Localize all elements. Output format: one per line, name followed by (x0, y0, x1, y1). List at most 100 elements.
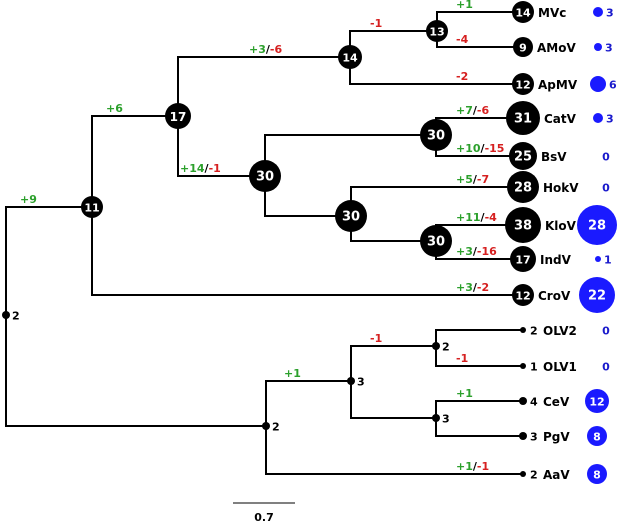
blue-count-value: 8 (593, 469, 601, 482)
branch-label-to-n2b: -1 (370, 332, 382, 345)
loss-value: -7 (477, 173, 489, 186)
tip-node-AaV (520, 471, 526, 477)
internal-node-n30b (420, 119, 452, 151)
tip-label-AaV: AaV (543, 468, 570, 482)
blue-count-circle (594, 43, 602, 51)
branch-label-to-MVc: +1 (456, 0, 473, 11)
branch-label-to-CroV: +3/-2 (456, 281, 489, 294)
tip-node-CatV (506, 101, 540, 135)
gain-value: +7 (456, 104, 473, 117)
tip-count: 28 (514, 181, 532, 196)
tip-count: 1 (530, 361, 538, 374)
loss-value: -4 (485, 211, 498, 224)
tip-count: 25 (514, 150, 532, 165)
tip-label-AMoV: AMoV (537, 41, 576, 55)
branch-label-to-n30a: +14/-1 (180, 162, 221, 175)
internal-node-n3b (432, 414, 440, 422)
branch-line (435, 400, 523, 418)
branch-label-to-BsV: +10/-15 (456, 142, 504, 155)
tip-node-ApMV (512, 73, 534, 95)
tip-node-OLV1 (520, 363, 526, 369)
branch-label-to-HokV: +5/-7 (456, 173, 489, 186)
tip-count: 9 (519, 42, 527, 55)
branch-line (91, 207, 523, 296)
separator: / (205, 162, 210, 175)
internal-node-n30a (249, 160, 281, 192)
separator: / (266, 43, 271, 56)
tip-count: 2 (530, 469, 538, 482)
blue-count-value: 3 (605, 42, 613, 55)
internal-node-count: 2 (12, 310, 20, 323)
gain-value: +10 (456, 142, 481, 155)
loss-value: -1 (370, 17, 382, 30)
blue-count-value: 0 (602, 151, 610, 164)
blue-count-value: 3 (606, 113, 614, 126)
branch-label-to-OLV1: -1 (456, 352, 468, 365)
gain-value: +3 (249, 43, 266, 56)
tip-count: 31 (514, 112, 532, 127)
blue-count-circle (587, 464, 607, 484)
branch-line (5, 206, 92, 315)
branch-line (435, 418, 523, 437)
internal-node-count: 2 (272, 421, 280, 434)
internal-node-count: 11 (84, 202, 99, 215)
tip-label-CeV: CeV (543, 395, 570, 409)
branch-line (350, 381, 436, 419)
branch-label-to-n11: +9 (20, 193, 37, 206)
separator: / (473, 281, 478, 294)
blue-count-value: 3 (606, 7, 614, 20)
branch-label-to-AaV: +1/-1 (456, 460, 489, 473)
blue-count-value: 22 (588, 289, 606, 304)
tip-count: 4 (530, 396, 538, 409)
tip-count: 14 (515, 7, 531, 20)
tip-label-ApMV: ApMV (538, 78, 578, 92)
blue-count-value: 0 (602, 361, 610, 374)
branch-line (265, 380, 351, 426)
tip-node-HokV (507, 171, 539, 203)
tip-node-BsV (509, 142, 537, 170)
gain-value: +1 (456, 387, 473, 400)
gain-value: +1 (456, 460, 473, 473)
tip-label-PgV: PgV (543, 430, 570, 444)
tip-node-AMoV (513, 37, 533, 57)
separator: / (473, 460, 478, 473)
separator: / (473, 245, 478, 258)
tip-label-CatV: CatV (544, 112, 577, 126)
branch-line (91, 115, 178, 207)
gain-value: +3 (456, 245, 473, 258)
tip-count: 38 (514, 219, 532, 234)
internal-node-n30d (420, 225, 452, 257)
blue-count-circle (590, 76, 606, 92)
internal-node-count: 3 (357, 376, 365, 389)
internal-node-n17 (165, 103, 191, 129)
blue-count-circle (593, 7, 603, 17)
tip-label-OLV1: OLV1 (543, 360, 577, 374)
blue-count-circle (585, 389, 609, 413)
blue-count-value: 12 (589, 396, 604, 409)
tip-count: 12 (515, 79, 530, 92)
internal-node-n3a (347, 377, 355, 385)
gain-value: +5 (456, 173, 473, 186)
branch-label-to-n17: +6 (106, 102, 123, 115)
loss-value: -1 (456, 352, 468, 365)
branch-line (436, 31, 523, 48)
loss-value: -1 (370, 332, 382, 345)
internal-node-count: 3 (442, 413, 450, 426)
internal-node-n13 (426, 20, 448, 42)
branch-line (264, 134, 436, 176)
tip-label-KloV: KloV (545, 219, 577, 233)
blue-count-circle (593, 113, 603, 123)
tip-node-CroV (512, 284, 534, 306)
internal-node-count: 14 (342, 52, 358, 65)
gain-value: +9 (20, 193, 37, 206)
branch-label-to-IndV: +3/-16 (456, 245, 497, 258)
tip-count: 12 (515, 290, 530, 303)
branch-label-to-ApMV: -2 (456, 70, 468, 83)
loss-value: -1 (477, 460, 489, 473)
internal-node-count: 30 (256, 170, 274, 185)
tip-node-OLV2 (520, 327, 526, 333)
tip-count: 3 (530, 431, 538, 444)
tip-label-MVc: MVc (538, 6, 566, 20)
internal-node-count: 30 (342, 210, 360, 225)
loss-value: -2 (477, 281, 489, 294)
